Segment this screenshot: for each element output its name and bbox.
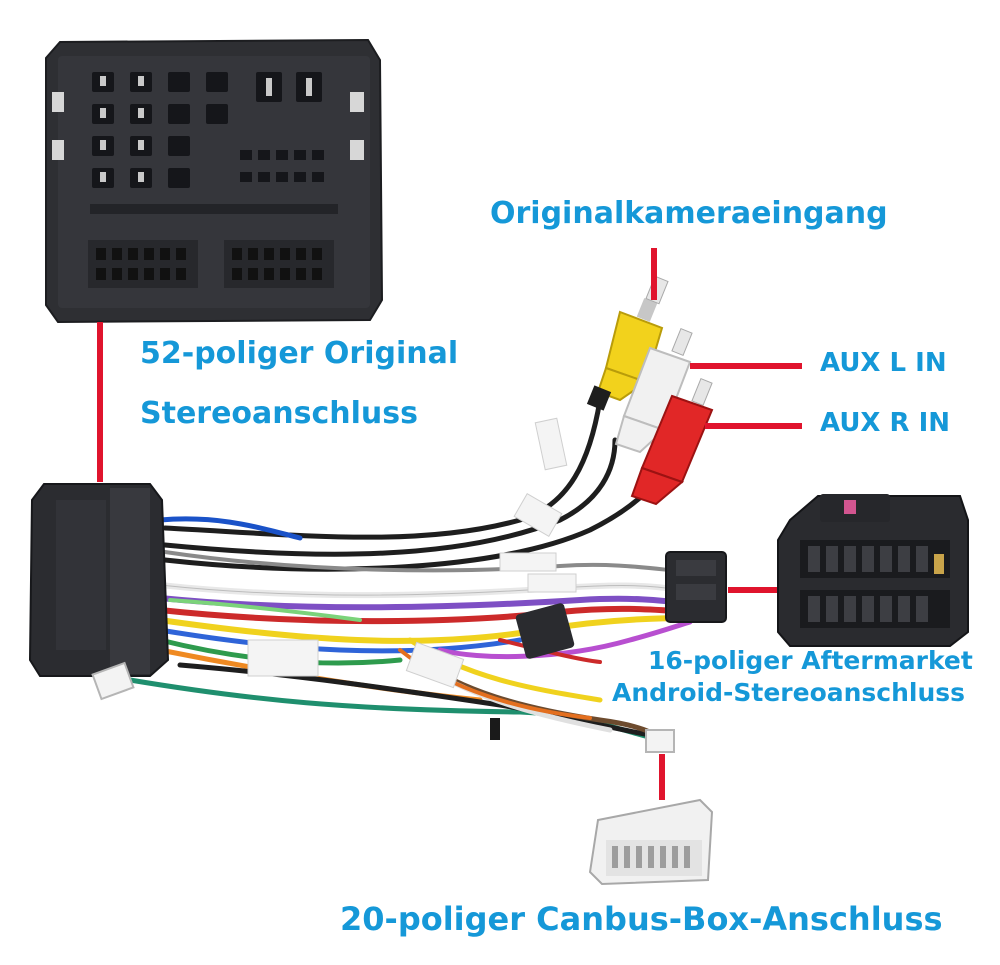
connector-16-pin-aftermarket <box>777 494 969 647</box>
connector-52-pin-mating <box>28 483 170 677</box>
rca-aux-l-plug <box>614 327 693 454</box>
wire-bundle <box>127 397 693 743</box>
connector-canbus-harness-plug <box>645 729 675 753</box>
label-aux-l-in: AUX L IN <box>820 348 947 378</box>
label-aux-r-in: AUX R IN <box>820 408 951 438</box>
label-16-pin-line2: Android-Stereoanschluss <box>612 678 966 707</box>
rca-aux-r-plug <box>630 377 714 506</box>
connector-16-pin-harness <box>665 551 727 623</box>
label-52-pin-line1: 52-poliger Original <box>140 336 459 371</box>
label-20-pin-canbus: 20-poliger Canbus-Box-Anschluss <box>340 900 943 938</box>
connector-20-pin-canbus <box>588 798 714 886</box>
connector-52-pin <box>45 38 384 324</box>
label-16-pin-line1: 16-poliger Aftermarket <box>648 646 973 675</box>
label-camera-input: Originalkameraeingang <box>490 196 888 231</box>
label-52-pin-line2: Stereoanschluss <box>140 396 418 431</box>
connector-mid-black <box>515 603 575 659</box>
wire-tags <box>247 417 577 740</box>
connector-small-white <box>91 661 135 701</box>
